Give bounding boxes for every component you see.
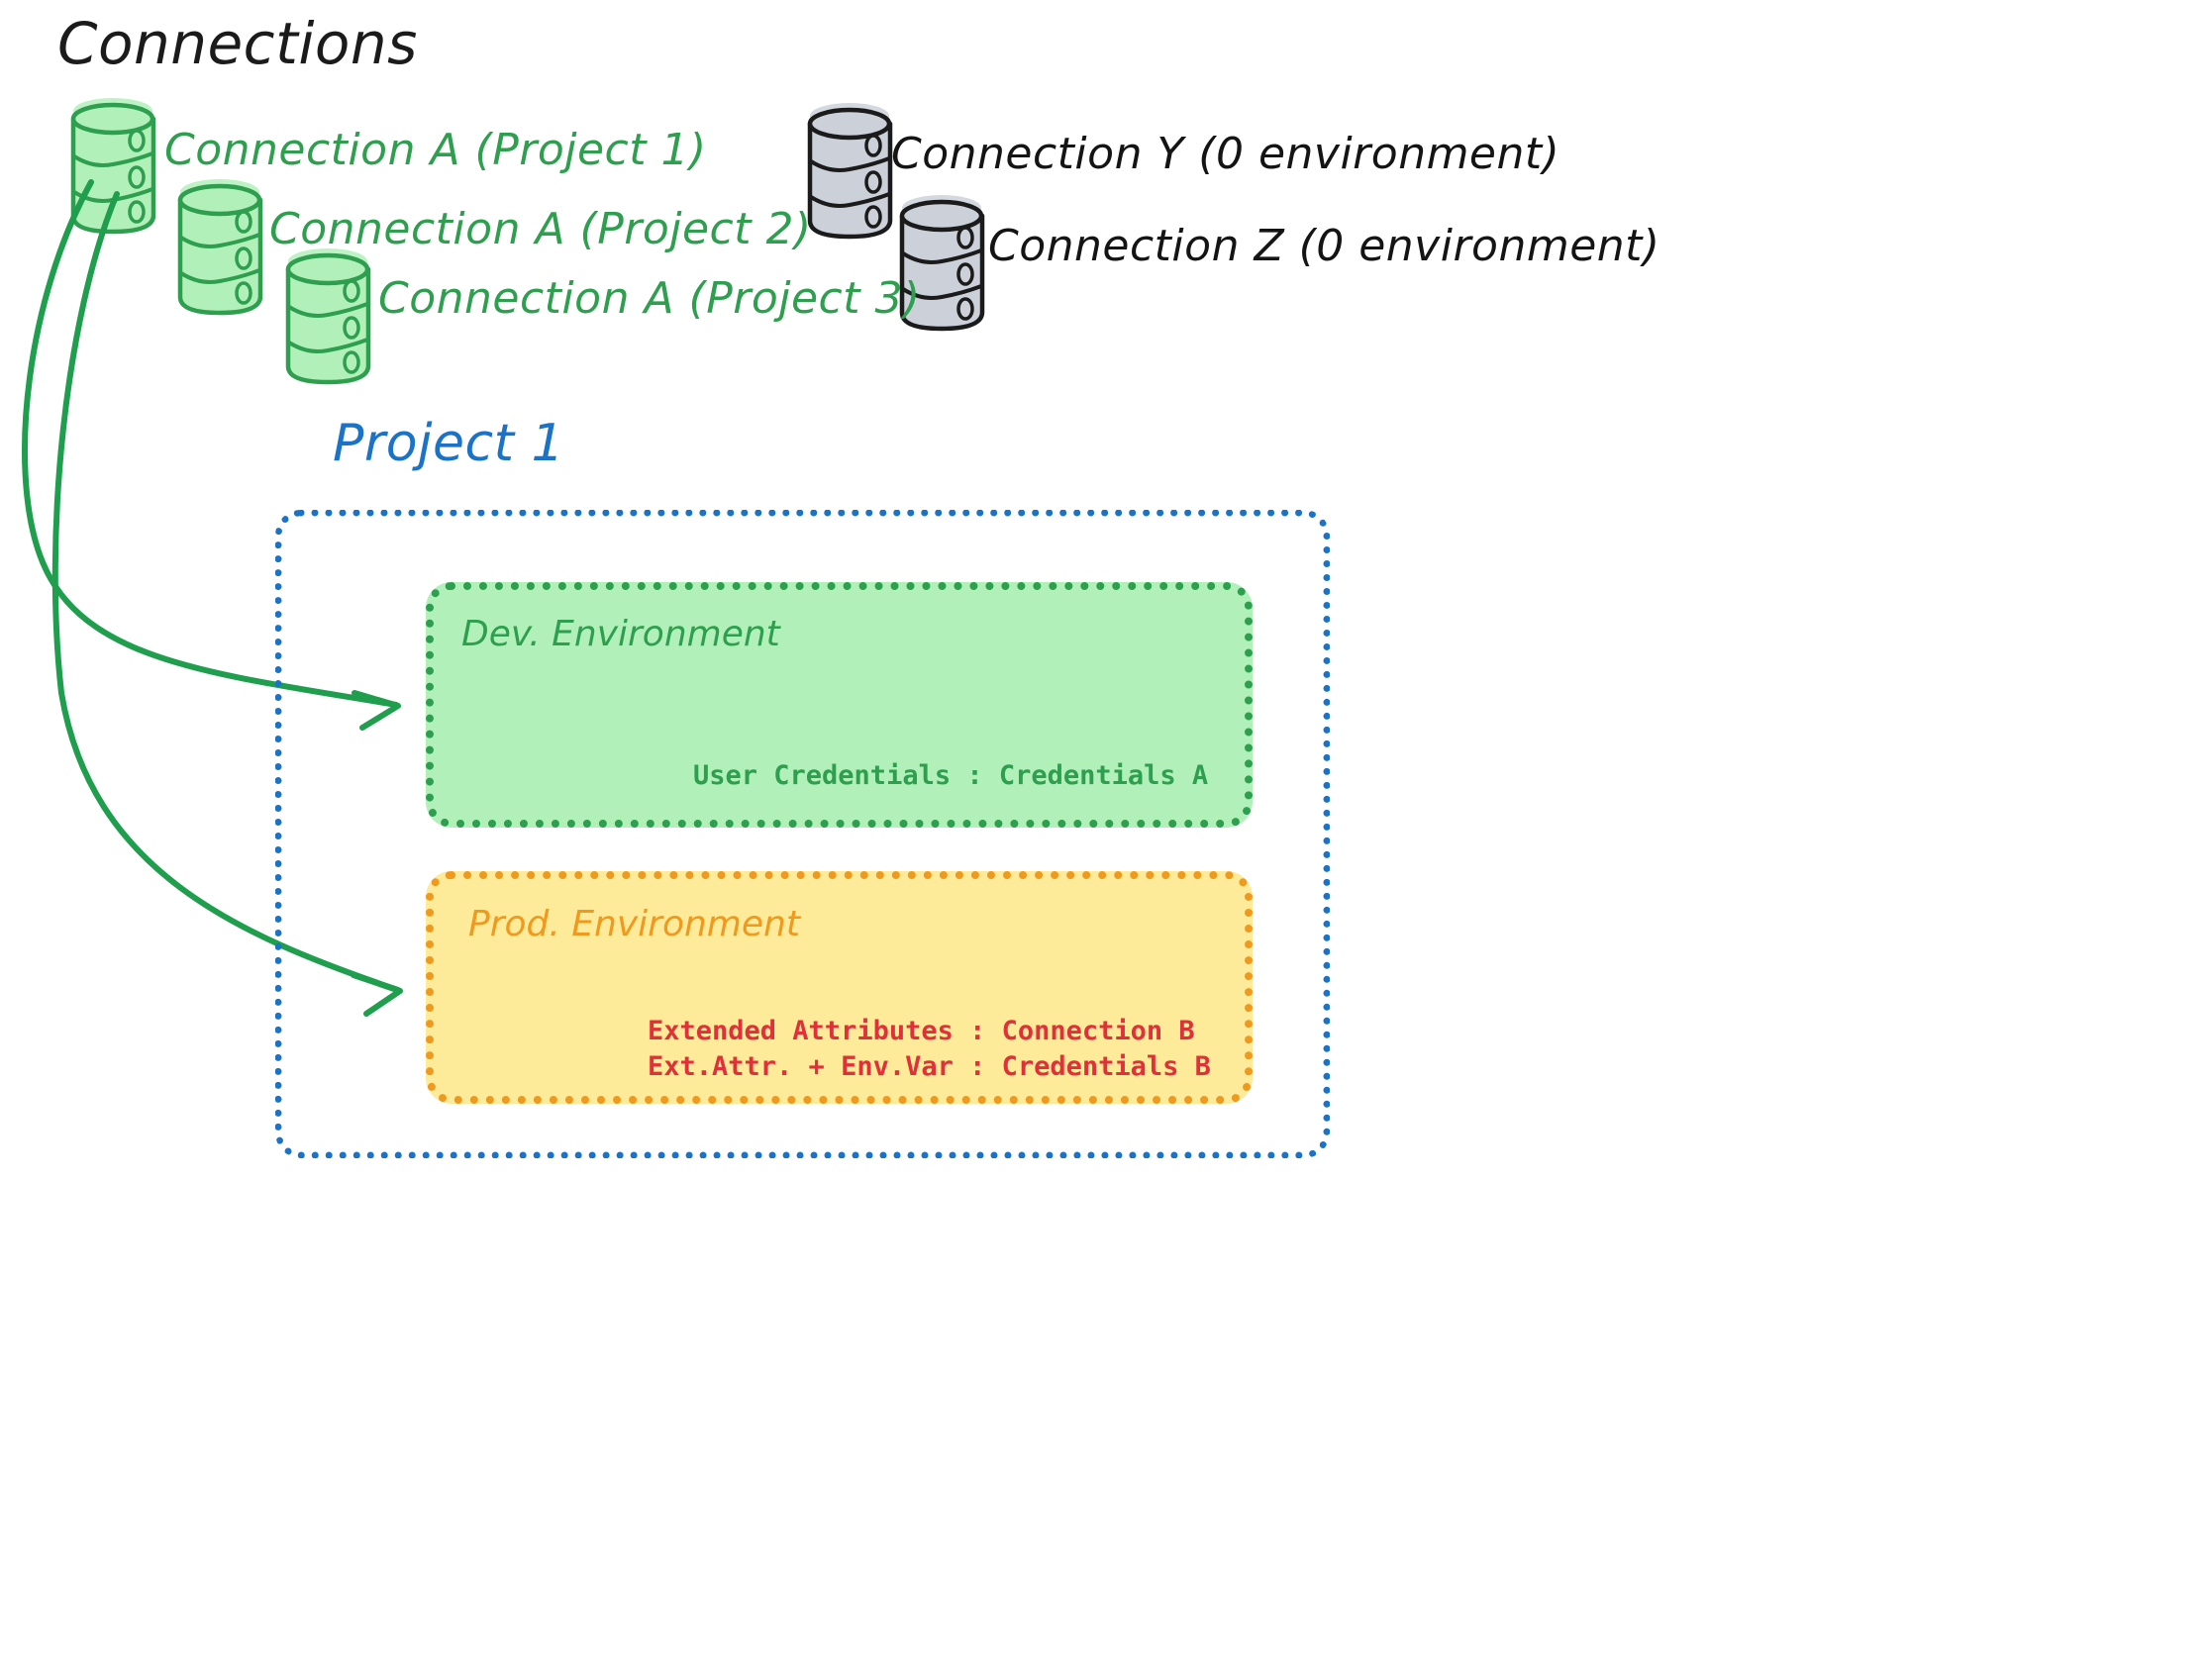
connection-label-a-project-1: Connection A (Project 1)	[164, 125, 707, 175]
database-icon-connection-a-project-2	[180, 179, 260, 313]
prod-environment-env-var-line: Ext.Attr. + Env.Var : Credentials B	[648, 1051, 1211, 1082]
database-icon-connection-a-project-3	[288, 248, 368, 382]
connection-label-a-project-3: Connection A (Project 3)	[378, 273, 921, 324]
database-icon-connection-a-project-1	[73, 98, 153, 232]
project-title: Project 1	[333, 414, 565, 473]
connection-label-y: Connection Y (0 environment)	[891, 129, 1560, 179]
dev-environment-title: Dev. Environment	[461, 614, 780, 654]
connection-label-a-project-2: Connection A (Project 2)	[269, 204, 812, 254]
dev-environment-credentials-line: User Credentials : Credentials A	[693, 760, 1209, 791]
prod-environment-box	[426, 871, 1253, 1104]
connection-label-z: Connection Z (0 environment)	[988, 221, 1660, 271]
prod-environment-title: Prod. Environment	[468, 904, 800, 944]
page-title: Connections	[57, 10, 418, 77]
prod-environment-extended-attributes-line: Extended Attributes : Connection B	[648, 1016, 1195, 1046]
database-icon-connection-y	[810, 103, 890, 237]
project-container	[275, 510, 1330, 1158]
dev-environment-box	[426, 582, 1253, 828]
